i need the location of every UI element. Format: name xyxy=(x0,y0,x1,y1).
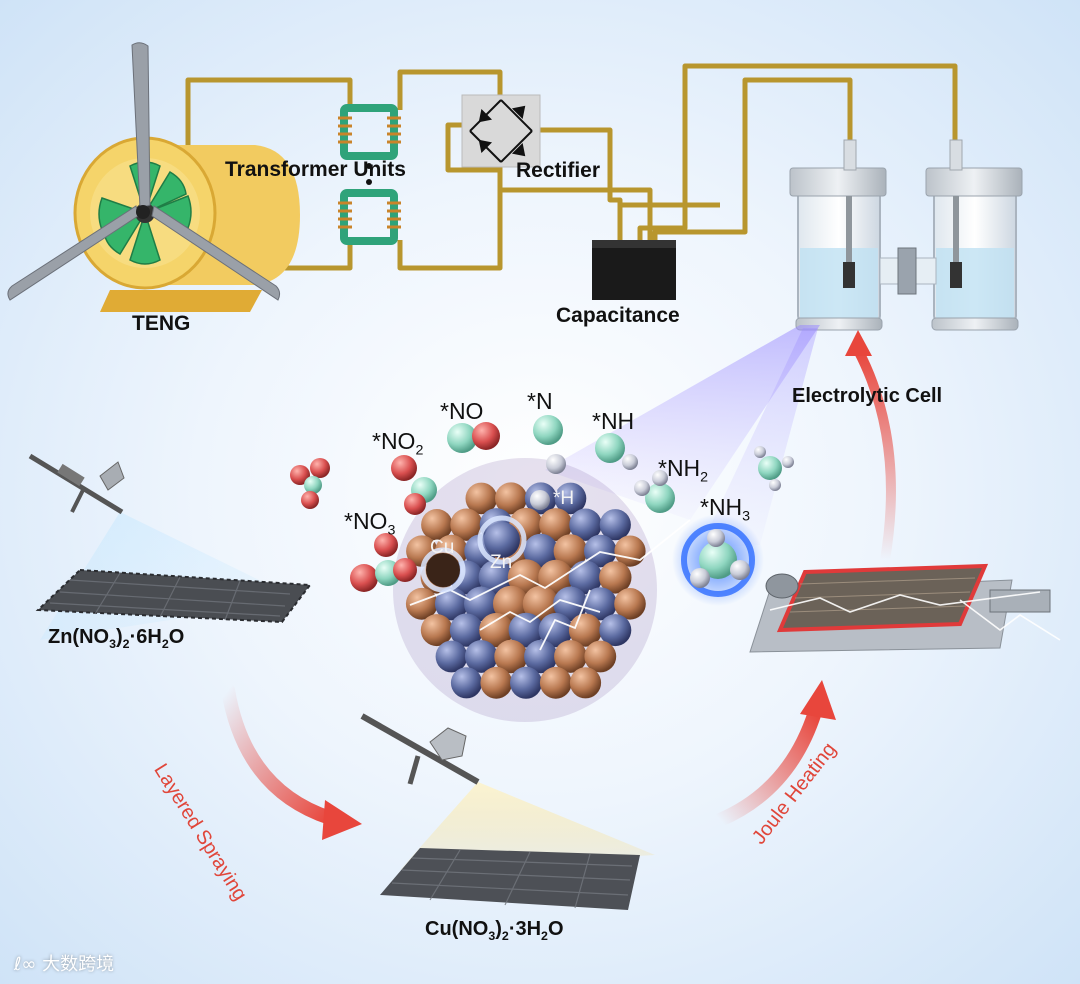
molecules xyxy=(290,415,794,606)
species-no3: *NO3 xyxy=(344,508,396,539)
arrow-layered-spraying xyxy=(221,683,362,840)
label-electrolytic-cell: Electrolytic Cell xyxy=(792,385,943,407)
zn-atom xyxy=(523,533,559,569)
zn-atom xyxy=(464,586,499,622)
zn-atom xyxy=(478,559,514,596)
cu-atom xyxy=(405,587,438,620)
species-nh2: *NH2 xyxy=(658,455,709,486)
teng-generator xyxy=(7,42,300,312)
atom-label-cu: Cu xyxy=(430,537,455,558)
zn-atom xyxy=(524,639,558,674)
capacitor xyxy=(592,240,676,300)
zn-atom xyxy=(599,614,632,647)
cu-atom xyxy=(539,666,572,699)
cu-atom xyxy=(450,508,483,541)
cell-left xyxy=(789,139,887,331)
cu-atom xyxy=(493,585,529,622)
cu-atom xyxy=(421,509,453,541)
zn-atom xyxy=(583,587,617,621)
electrolytic-cell xyxy=(789,139,1023,331)
species-nh3: *NH3 xyxy=(700,494,751,525)
zn-atom xyxy=(449,613,484,647)
watermark: ℓ∞ 大数跨境 xyxy=(14,954,115,975)
zn-atom xyxy=(599,509,631,541)
cu-atom xyxy=(569,667,602,699)
fabric-zn xyxy=(35,568,312,624)
cell-bridge xyxy=(879,247,937,295)
cu-atom xyxy=(495,482,527,515)
watermark-logo-icon: ℓ∞ xyxy=(14,954,43,975)
zn-atom xyxy=(538,612,573,648)
cu-atom xyxy=(420,614,453,647)
cu-atom xyxy=(599,561,632,594)
zn-atom xyxy=(584,534,617,568)
cell-beams xyxy=(545,325,820,548)
species-nh: *NH xyxy=(592,408,635,434)
cu-atom xyxy=(494,639,528,674)
cu-atom xyxy=(584,640,617,673)
cu-atom xyxy=(406,535,438,567)
label-teng: TENG xyxy=(132,312,191,335)
cu-atom xyxy=(554,640,587,673)
species-no2: *NO2 xyxy=(372,428,424,459)
zn-atom xyxy=(554,482,587,515)
cu-atom xyxy=(522,585,559,622)
cu-atom xyxy=(480,666,513,699)
label-rectifier: Rectifier xyxy=(516,159,601,182)
zn-atom xyxy=(435,640,468,673)
joule-heating-stage xyxy=(749,563,1061,653)
zn-atom xyxy=(464,640,498,673)
highlighted-atoms xyxy=(420,515,527,593)
transformer-units xyxy=(338,104,401,245)
cu-atom xyxy=(465,482,498,515)
zn-atom xyxy=(568,560,603,595)
spray-gun-center xyxy=(360,713,655,870)
zn-atom xyxy=(510,666,542,699)
rectifier-bridge xyxy=(461,94,541,168)
transformer-bottom xyxy=(338,189,401,245)
cu-atom xyxy=(479,612,514,648)
label-cu-precursor: Cu(NO3)2·3H2O xyxy=(425,918,564,943)
zn-atom xyxy=(508,612,544,648)
arrow-joule-heating xyxy=(713,680,836,827)
species-no: *NO xyxy=(440,398,484,424)
zn-atom xyxy=(569,508,602,541)
cu-atom xyxy=(553,534,588,568)
label-capacitance: Capacitance xyxy=(556,304,680,327)
label-zn-precursor: Zn(NO3)2·6H2O xyxy=(48,626,185,651)
species-n: *N xyxy=(527,388,553,414)
cell-right xyxy=(925,139,1023,331)
zn-atom xyxy=(450,667,483,699)
species-h: *H xyxy=(553,488,575,509)
atom-label-zn: Zn xyxy=(490,552,513,573)
cu-atom xyxy=(539,508,573,542)
cu-atom xyxy=(614,588,646,620)
fabric-cu xyxy=(380,848,640,910)
lightning xyxy=(409,519,691,651)
transformer-top xyxy=(338,104,401,160)
label-transformer-units: Transformer Units xyxy=(225,158,406,181)
arrow-to-cell xyxy=(845,330,896,565)
